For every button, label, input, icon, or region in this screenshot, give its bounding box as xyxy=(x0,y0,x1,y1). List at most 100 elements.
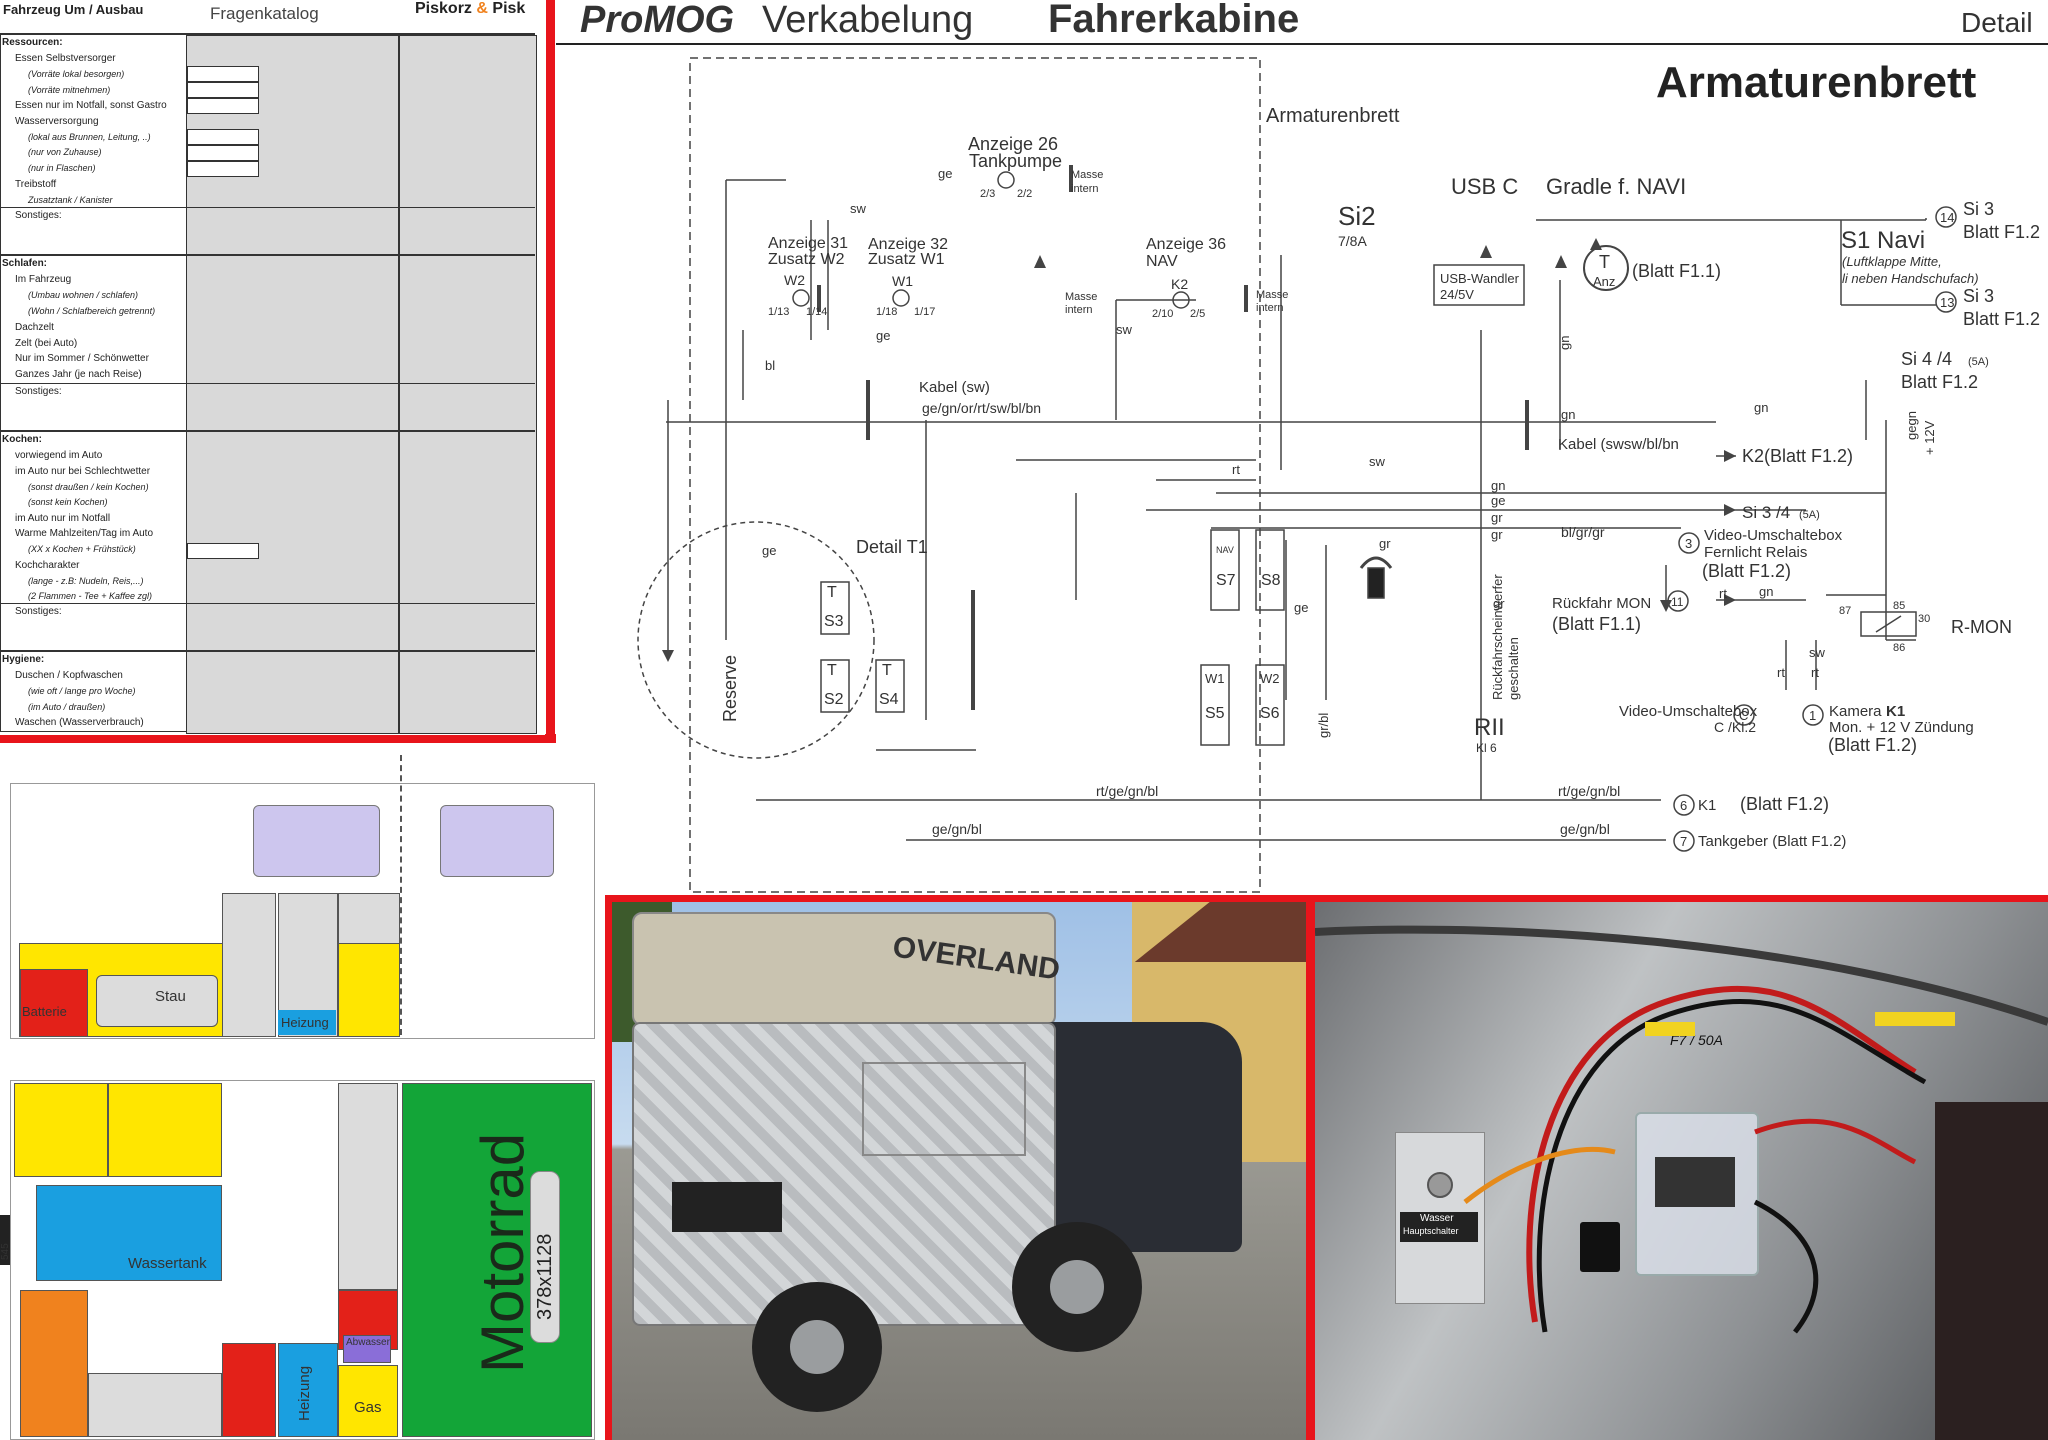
q-item: Treibstoff xyxy=(15,179,57,190)
wire-tag: rt xyxy=(1811,665,1819,680)
top-gray-right xyxy=(338,1083,398,1290)
switch-label-hauptschalter: Hauptschalter xyxy=(1403,1226,1459,1236)
frame-divider-vertical-top xyxy=(546,0,555,740)
label: Si 3 /4 xyxy=(1742,503,1790,522)
q-item: (XX x Kochen + Frühstück) xyxy=(28,544,136,554)
q-item: Warme Mahlzeiten/Tag im Auto xyxy=(15,528,154,539)
row-rule xyxy=(0,603,535,604)
top-yellow-1 xyxy=(14,1083,108,1177)
answer-box[interactable] xyxy=(187,82,259,98)
label: Si 4 /4 xyxy=(1901,349,1952,369)
terminal-num: 14 xyxy=(1940,210,1954,225)
switch-sub: W2 xyxy=(1260,671,1280,686)
label: K1 xyxy=(1698,797,1716,814)
motorrad-dimension-box xyxy=(530,1171,560,1343)
answer-box[interactable] xyxy=(187,98,259,114)
label: Video-Umschaltebox xyxy=(1704,527,1843,544)
switch-label: S3 xyxy=(824,613,844,630)
answer-box[interactable] xyxy=(187,129,259,145)
label-gas: Gas xyxy=(354,1399,382,1416)
top-wassertank xyxy=(36,1185,222,1281)
label: (5A) xyxy=(1799,509,1820,521)
answer-box[interactable] xyxy=(187,543,259,559)
switch-s8-box xyxy=(1255,529,1285,611)
label: Anzeige 26 xyxy=(968,134,1058,154)
label: T xyxy=(1599,252,1610,272)
pin-label: 2/3 xyxy=(980,188,995,200)
label: Si 3 xyxy=(1963,286,1994,306)
lamp-w1 xyxy=(892,289,910,307)
wire-tag: rt xyxy=(1777,665,1785,680)
photo-truck: OVERLAND xyxy=(612,902,1306,1440)
relay-black xyxy=(1580,1222,1620,1272)
top-orange xyxy=(20,1290,88,1437)
top-motorrad xyxy=(402,1083,592,1437)
pin-label: 2/2 xyxy=(1017,188,1032,200)
relay-contact xyxy=(1875,615,1902,633)
wire-tag: gr/bl xyxy=(1316,713,1331,738)
label: ge/gn/bl xyxy=(1560,821,1610,837)
label: Rückfahr MON xyxy=(1552,595,1651,612)
label: Blatt F1.2 xyxy=(1963,222,2040,242)
wire-tag: bl xyxy=(765,358,775,373)
answer-box[interactable] xyxy=(187,145,259,161)
usb-wandler-box xyxy=(1433,264,1525,306)
switch-s5-box xyxy=(1200,664,1230,746)
switch-label-wasser: Wasser xyxy=(1420,1213,1454,1224)
label-batterie: Batterie xyxy=(22,1004,67,1019)
terminal-1 xyxy=(1802,704,1824,726)
q-item: (im Auto / draußen) xyxy=(28,702,106,712)
wire-tag: ge xyxy=(1491,493,1505,508)
detail-t1-circle xyxy=(637,521,875,759)
switch-t: T xyxy=(827,662,837,679)
q-item: Duschen / Kopfwaschen xyxy=(15,670,123,681)
label: bl/gr/gr xyxy=(1561,524,1605,540)
wire-tag: gr xyxy=(1491,510,1503,525)
switch-label: S7 xyxy=(1216,572,1236,589)
side-heizung xyxy=(278,1010,336,1035)
label: (5A) xyxy=(1968,356,1989,368)
label: geschalten xyxy=(1506,637,1521,700)
wire-tag: gr xyxy=(1379,536,1391,551)
q-other: Sonstiges: xyxy=(15,606,62,617)
questionnaire-header-left: Fahrzeug Um / Ausbau xyxy=(3,2,144,17)
answer-box[interactable] xyxy=(187,66,259,82)
answer-box[interactable] xyxy=(187,161,259,177)
frame-divider-horizontal-right xyxy=(603,893,2048,902)
frame-divider-horizontal-left xyxy=(0,734,610,743)
label-dimension: 378x1128 xyxy=(534,1233,556,1320)
terminal-num: 7 xyxy=(1680,834,1687,849)
tape-yellow-2 xyxy=(1875,1012,1955,1026)
terminal-num: 13 xyxy=(1940,295,1954,310)
floorplan-panel: Batterie Stau Heizung Wassertank Heizung… xyxy=(0,745,605,1440)
answer-column-2 xyxy=(399,35,537,734)
label: Kamera xyxy=(1829,703,1882,720)
switch-label: S6 xyxy=(1260,705,1280,722)
wire-tag: + 12V xyxy=(1922,420,1937,455)
switch-label: S8 xyxy=(1261,572,1281,589)
switch-sub: NAV xyxy=(1216,545,1234,555)
q-item: Kochcharakter xyxy=(15,560,80,571)
title-brand: ProMOG xyxy=(580,0,734,41)
switch-label: S5 xyxy=(1205,705,1225,722)
arrow-up xyxy=(1480,245,1492,258)
wire-tag: gr xyxy=(1491,527,1503,542)
terminal-c xyxy=(1733,704,1755,726)
label: Rückfahrscheinwerfer xyxy=(1490,574,1505,700)
label: intern xyxy=(1065,304,1093,316)
heading-armaturenbrett: Armaturenbrett xyxy=(1656,58,1977,107)
label: (Blatt F1.2) xyxy=(1702,561,1791,581)
pin-label: 1/17 xyxy=(914,306,935,318)
wire-tag: sw xyxy=(1116,322,1133,337)
q-item: (nur von Zuhause) xyxy=(28,147,102,157)
wire-tag: gn xyxy=(1561,407,1575,422)
label: rt/ge/gn/bl xyxy=(1096,783,1158,799)
label: (Blatt F1.1) xyxy=(1632,261,1721,281)
spare-bracket xyxy=(672,1182,782,1232)
pin-label: 1/14 xyxy=(806,306,827,318)
q-item: (sonst draußen / kein Kochen) xyxy=(28,482,149,492)
wire-tag: rt xyxy=(1232,462,1240,477)
arrow-right xyxy=(1724,594,1736,606)
wire-tag: ge xyxy=(938,166,952,181)
wire-tag: gn xyxy=(1754,400,1768,415)
